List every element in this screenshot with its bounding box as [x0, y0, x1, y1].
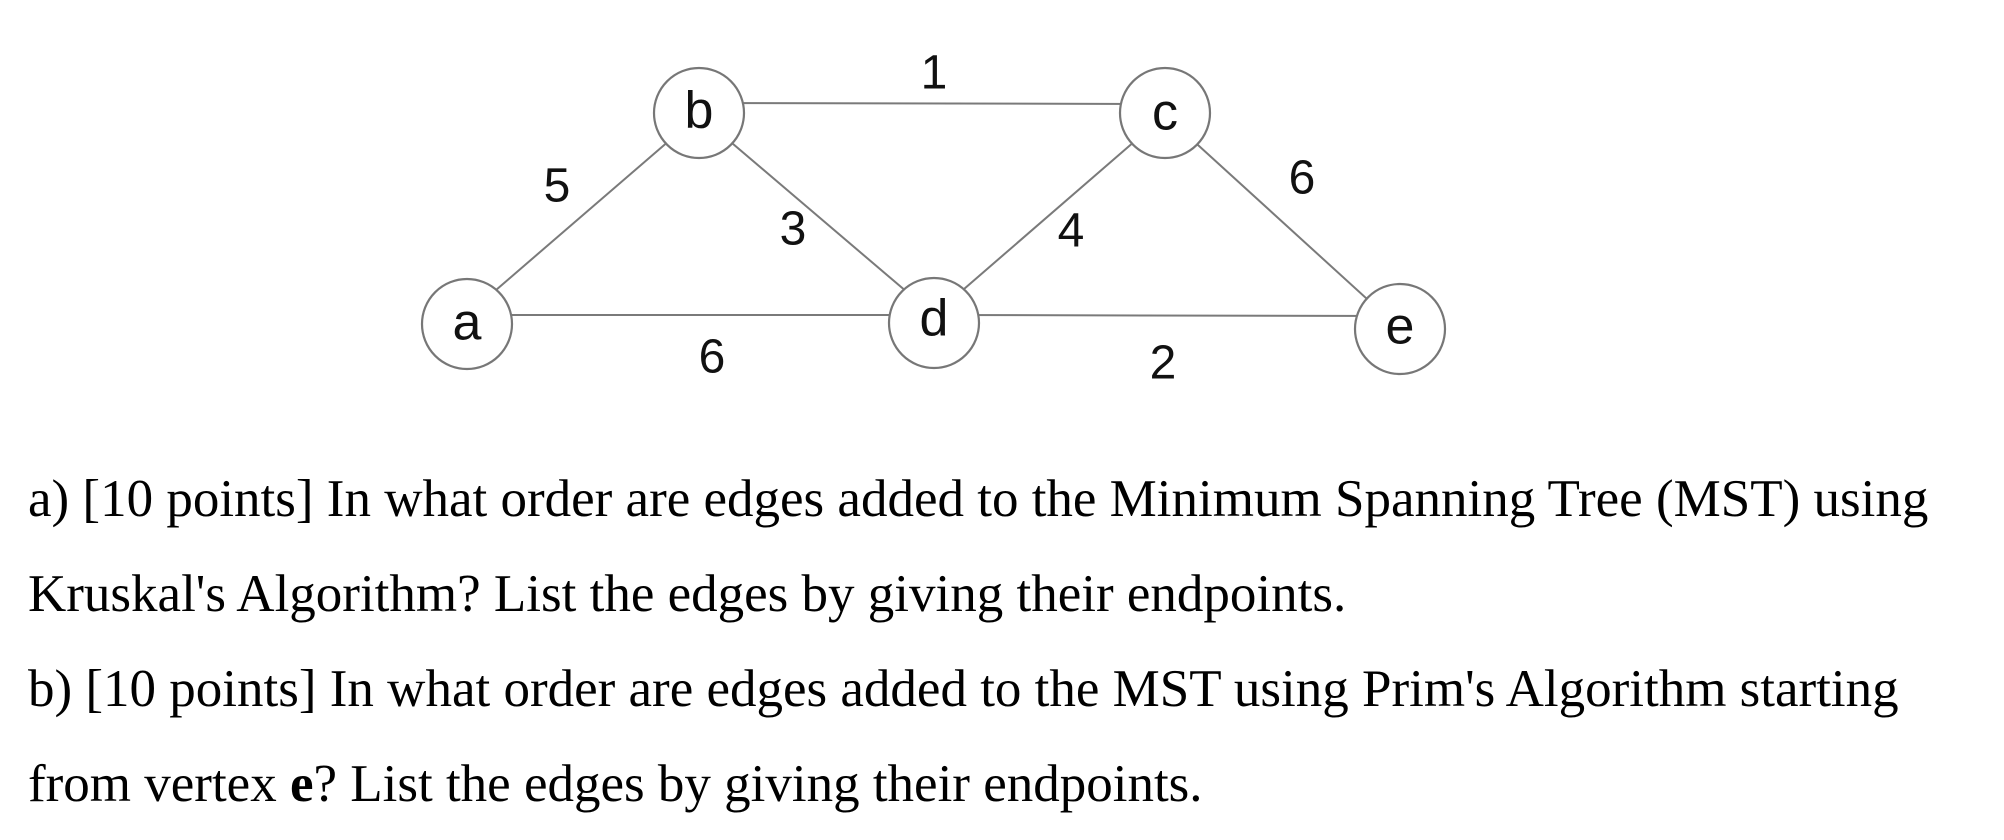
- node-b: b: [652, 66, 746, 160]
- node-label-d: d: [920, 290, 949, 348]
- edge-weight-c-d: 4: [1058, 205, 1085, 258]
- question-b-line-1: b) [10 points] In what order are edges a…: [28, 660, 1899, 718]
- edge-a-b: [466, 114, 700, 316]
- node-c: c: [1118, 66, 1212, 160]
- question-b-line-2: from vertex e? List the edges by giving …: [28, 737, 1988, 832]
- edge-c-d: [933, 114, 1166, 316]
- questions-text: a) [10 points] In what order are edges a…: [28, 452, 1988, 832]
- edge-b-d: [698, 114, 935, 316]
- edge-weight-a-d: 6: [699, 331, 726, 384]
- edge-weight-a-b: 5: [544, 160, 571, 213]
- question-a-line-2: Kruskal's Algorithm? List the edges by g…: [28, 565, 1347, 623]
- start-vertex: e: [289, 755, 314, 813]
- question-b-line-2-prefix: from vertex: [28, 755, 290, 813]
- node-label-e: e: [1386, 298, 1415, 356]
- edge-d-e: [933, 314, 1401, 317]
- node-d: d: [887, 276, 981, 370]
- node-a: a: [420, 277, 514, 371]
- edge-weight-d-e: 2: [1150, 337, 1177, 390]
- edge-weight-b-d: 3: [780, 203, 807, 256]
- question-a-line-1: a) [10 points] In what order are edges a…: [28, 470, 1929, 528]
- edge-b-c: [698, 102, 1166, 105]
- node-label-c: c: [1152, 84, 1178, 142]
- node-e: e: [1353, 282, 1447, 376]
- edge-c-e: [1164, 114, 1401, 330]
- question-b-line-2-suffix: ? List the edges by giving their endpoin…: [313, 755, 1203, 813]
- node-label-a: a: [453, 294, 482, 352]
- node-label-b: b: [685, 82, 714, 140]
- edge-weight-c-e: 6: [1289, 152, 1316, 205]
- graph-diagram: 5 1 3 6 4 6 2 a b c d e: [420, 47, 1447, 390]
- edge-weight-b-c: 1: [921, 47, 948, 100]
